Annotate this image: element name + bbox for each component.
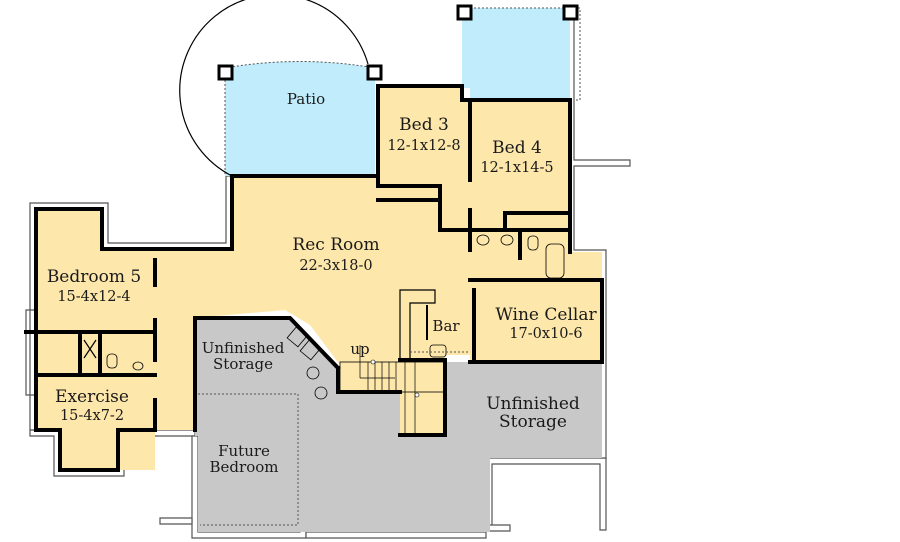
stairs [339, 345, 446, 435]
room-label-wine-cellar: Wine Cellar [495, 305, 597, 325]
room-dims-bed3-value: 12-1x12-8 [387, 138, 460, 154]
room-label-bar: Bar [432, 317, 460, 335]
room-label-bed3: Bed 3 [399, 115, 449, 135]
fixtures [83, 234, 565, 400]
room-label-rec-room: Rec Room [292, 235, 379, 255]
room-label-exercise: Exercise [55, 387, 129, 407]
room-dims-bedroom5: 15-4x12-4 [57, 289, 130, 305]
walls [24, 84, 604, 472]
room-dims-wine-cellar: 17-0x10-6 [509, 326, 582, 342]
future-bedroom-outline [198, 393, 299, 526]
stairs-up-label: up [350, 340, 369, 358]
room-label-unfinished-storage-1-line1: Unfinished [202, 339, 285, 357]
room-label-future-bedroom-line2: Bedroom [210, 458, 279, 476]
columns [217, 4, 579, 81]
room-label-bedroom5: Bedroom 5 [47, 267, 141, 287]
room-label-unfinished-storage-2-line2: Storage [499, 412, 567, 432]
room-labels: Patio Bed 3 12-1x14-5 12-1x12-8 Bed 4 12… [47, 90, 598, 476]
room-label-bed4: Bed 4 [492, 138, 542, 158]
room-dims-bed4: 12-1x14-5 [480, 160, 553, 176]
patio-area [179, 0, 581, 177]
finished-floor [36, 86, 602, 470]
room-label-future-bedroom-line1: Future [218, 442, 270, 460]
room-label-unfinished-storage-1-line2: Storage [213, 355, 273, 373]
bar-counter [399, 289, 470, 362]
room-dims-rec-room: 22-3x18-0 [299, 258, 372, 274]
room-dims-exercise: 15-4x7-2 [60, 408, 124, 424]
room-label-unfinished-storage-2-line1: Unfinished [486, 394, 580, 414]
unfinished-floor [195, 318, 602, 532]
room-label-patio: Patio [287, 90, 325, 108]
